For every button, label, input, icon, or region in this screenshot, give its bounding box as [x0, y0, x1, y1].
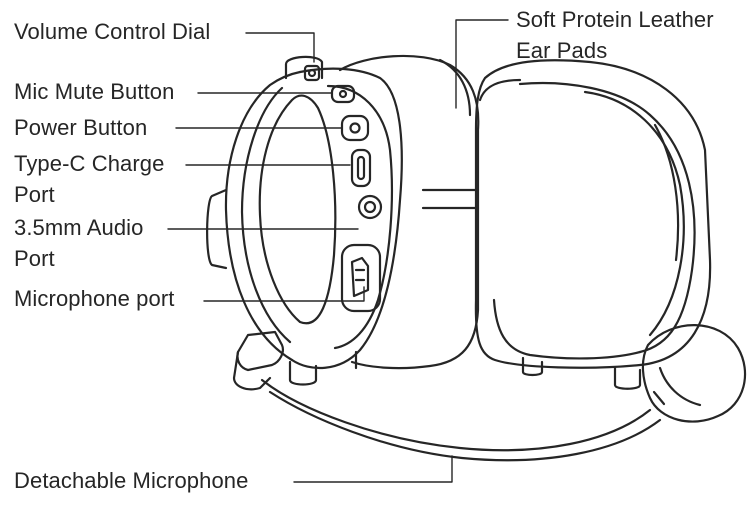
leader-mic-port — [203, 286, 365, 302]
label-mic-mute-button: Mic Mute Button — [14, 79, 175, 104]
microphone-port-shape — [340, 243, 382, 313]
left-ear-cup — [206, 67, 403, 386]
volume-dial — [284, 55, 324, 82]
label-power-button: Power Button — [14, 115, 148, 140]
label-typec-line2: Port — [14, 182, 55, 207]
label-detachable-microphone: Detachable Microphone — [14, 468, 249, 493]
label-volume-control-dial: Volume Control Dial — [14, 19, 211, 44]
leader-detachable-mic — [293, 455, 453, 483]
leader-ear-pads — [455, 19, 509, 109]
detachable-microphone — [232, 324, 747, 462]
label-audio-line1: 3.5mm Audio — [14, 215, 144, 240]
label-ear-pads-line2: Ear Pads — [516, 38, 608, 63]
right-ear-cup — [474, 59, 712, 390]
label-microphone-port: Microphone port — [14, 286, 175, 311]
label-audio-line2: Port — [14, 246, 55, 271]
leader-lines — [167, 19, 509, 483]
power-button-shape — [340, 114, 370, 142]
label-ear-pads-line1: Soft Protein Leather — [516, 7, 714, 32]
mic-mute-button-shape — [330, 84, 356, 104]
label-typec-line1: Type-C Charge — [14, 151, 165, 176]
audio-port-shape — [357, 194, 383, 220]
leader-volume-dial — [245, 32, 315, 63]
typec-port-shape — [350, 148, 372, 188]
left-ear-pad — [338, 54, 480, 370]
headband-strip — [421, 188, 480, 210]
